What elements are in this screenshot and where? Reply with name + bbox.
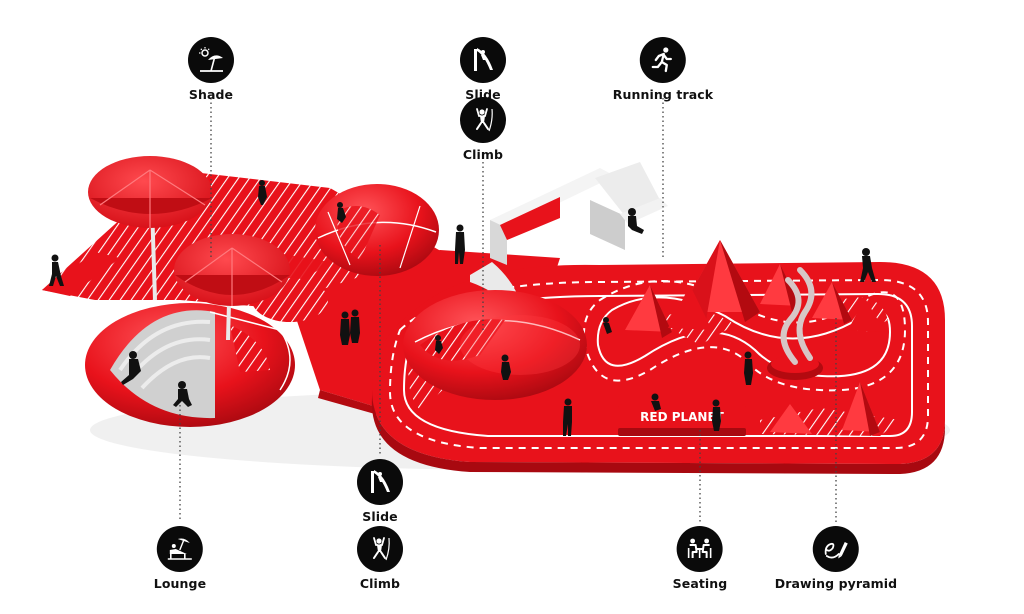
callout-climb-top: Climb	[460, 97, 506, 162]
white-block-front	[590, 200, 625, 250]
callout-slide-bottom: Slide	[357, 459, 403, 524]
white-arch-side	[490, 220, 507, 265]
runner-icon	[640, 37, 686, 83]
callout-lounge: Lounge	[154, 526, 206, 591]
track-loop-inner	[596, 296, 892, 378]
label-seating: Seating	[672, 576, 728, 591]
callout-seating: Seating	[673, 526, 728, 591]
ribbon-sculpture	[780, 267, 815, 365]
sign-text: RED PLANET	[640, 410, 725, 424]
label-drawing-pyramid: Drawing pyramid	[774, 576, 898, 591]
label-slide-bottom: Slide	[362, 509, 398, 524]
white-block	[595, 162, 660, 216]
white-arch-top	[490, 168, 615, 228]
leader-lines	[179, 98, 837, 522]
slide-icon	[460, 37, 506, 83]
label-running-track: Running track	[612, 87, 714, 102]
track-platform-edge	[371, 390, 945, 474]
lounge-chair-icon	[156, 526, 203, 572]
umbrella-left	[88, 156, 212, 301]
drawing-pencil-icon	[813, 526, 859, 572]
umbrella-right	[174, 234, 290, 341]
callout-shade: Shade	[188, 37, 234, 102]
dome-back	[315, 184, 439, 276]
callout-slide-top: Slide	[460, 37, 506, 102]
label-lounge: Lounge	[153, 576, 207, 591]
label-climb-bottom: Climb	[359, 576, 401, 591]
white-arch-red	[500, 197, 560, 240]
label-shade: Shade	[188, 87, 234, 102]
slide-icon	[357, 459, 403, 505]
climbing-icon	[460, 97, 506, 143]
dome-middle	[403, 290, 587, 400]
slide-structure	[470, 262, 525, 332]
callout-running-track: Running track	[613, 37, 713, 102]
pyramids	[625, 240, 885, 436]
climbing-icon	[357, 526, 403, 572]
beach-umbrella-icon	[188, 37, 234, 83]
callout-drawing-pyramid: Drawing pyramid	[775, 526, 897, 591]
callout-climb-bottom: Climb	[357, 526, 403, 591]
red-planet-sign: RED PLANET	[618, 404, 746, 436]
label-climb-top: Climb	[462, 147, 504, 162]
seating-icon	[676, 526, 723, 572]
lounge-cavity	[110, 310, 215, 419]
people-silhouettes	[49, 180, 876, 436]
